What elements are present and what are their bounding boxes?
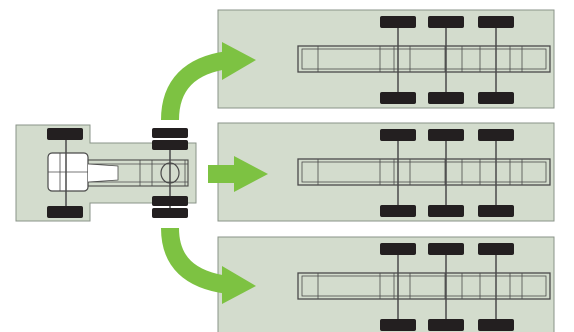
trailer-middle-tire <box>380 205 416 217</box>
trailer-top-tire <box>478 16 514 28</box>
arrow-right <box>208 156 268 192</box>
trailer-middle-tire <box>428 129 464 141</box>
trailer-top-panel <box>217 9 555 109</box>
trailer-middle-tire <box>478 129 514 141</box>
arrow-right-head <box>234 156 268 192</box>
trailer-bottom-tire <box>428 319 464 331</box>
arrow-up-head <box>222 42 256 80</box>
trailer-middle-tire <box>428 205 464 217</box>
trailer-top-tire <box>380 16 416 28</box>
rear-tire <box>152 208 188 218</box>
trailer-bottom-tire <box>380 319 416 331</box>
trailer-middle-frame-outer <box>297 158 551 186</box>
arrow-up <box>161 42 256 121</box>
arrow-down-head <box>222 266 256 304</box>
rear-tire <box>152 140 188 150</box>
arrow-down <box>161 227 256 304</box>
trailer-bottom-tire <box>380 243 416 255</box>
trailer-bottom-tire <box>478 319 514 331</box>
trailer-middle-tire <box>380 129 416 141</box>
trailer-bottom-panel <box>217 236 555 332</box>
trailer-top-tire <box>428 92 464 104</box>
trailer-middle-frame-inner <box>301 161 547 183</box>
arrow-up-shaft <box>161 51 230 121</box>
trailer-top-frame-inner <box>301 48 547 70</box>
trailer-top-tire <box>478 92 514 104</box>
trailer-middle-panel <box>217 122 555 222</box>
tractor-unit <box>15 124 197 222</box>
rear-tire <box>152 128 188 138</box>
trailer-top-frame-outer <box>297 45 551 73</box>
engine-hood <box>87 163 119 183</box>
arrow-down-shaft <box>161 227 230 294</box>
trailer-middle-tire <box>478 205 514 217</box>
front-tire <box>47 128 83 140</box>
trailer-top-tire <box>380 92 416 104</box>
trailer-top-tire <box>428 16 464 28</box>
trailer-bottom-frame-outer <box>297 272 551 300</box>
trailer-bottom-frame-inner <box>301 275 547 297</box>
trailer-bottom-tire <box>478 243 514 255</box>
trailer-bottom-tire <box>428 243 464 255</box>
front-tire <box>47 206 83 218</box>
rear-tire <box>152 196 188 206</box>
